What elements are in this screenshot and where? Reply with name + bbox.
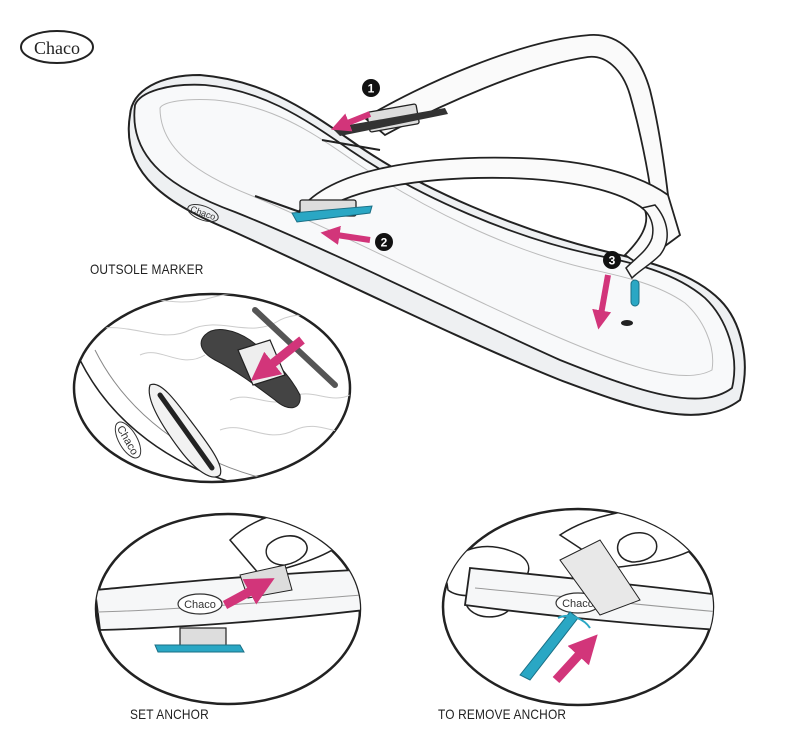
remove-anchor-panel: Chaco	[441, 507, 715, 707]
anchor-2	[254, 195, 373, 223]
chaco-logo-text: Chaco	[34, 38, 80, 58]
step-3-badge: 3	[603, 251, 621, 269]
remove-anchor-label: TO REMOVE ANCHOR	[438, 706, 567, 722]
svg-text:1: 1	[368, 82, 375, 96]
remove-anchor-arrow	[552, 634, 598, 684]
arrow-2	[320, 225, 371, 245]
svg-text:3: 3	[609, 254, 616, 268]
set-anchor-sole-logo: Chaco	[184, 599, 216, 611]
anchor-3	[621, 279, 640, 326]
outsole-arrow	[250, 336, 305, 381]
remove-anchor-sole-logo: Chaco	[562, 598, 594, 610]
step-1-badge: 1	[362, 79, 380, 97]
arrow-1	[331, 111, 372, 132]
chaco-logo: Chaco	[20, 30, 94, 64]
main-sandal: Chaco 1	[127, 34, 746, 416]
outsole-marker-panel: Chaco	[72, 292, 352, 484]
set-anchor-panel: Chaco	[94, 512, 362, 706]
anchor-1	[321, 103, 448, 151]
arrow-3	[592, 274, 612, 330]
set-anchor-arrow	[222, 578, 275, 609]
outsole-marker-label: OUTSOLE MARKER	[90, 261, 204, 277]
svg-text:2: 2	[381, 236, 388, 250]
step-2-badge: 2	[375, 233, 393, 251]
set-anchor-label: SET ANCHOR	[130, 706, 209, 722]
